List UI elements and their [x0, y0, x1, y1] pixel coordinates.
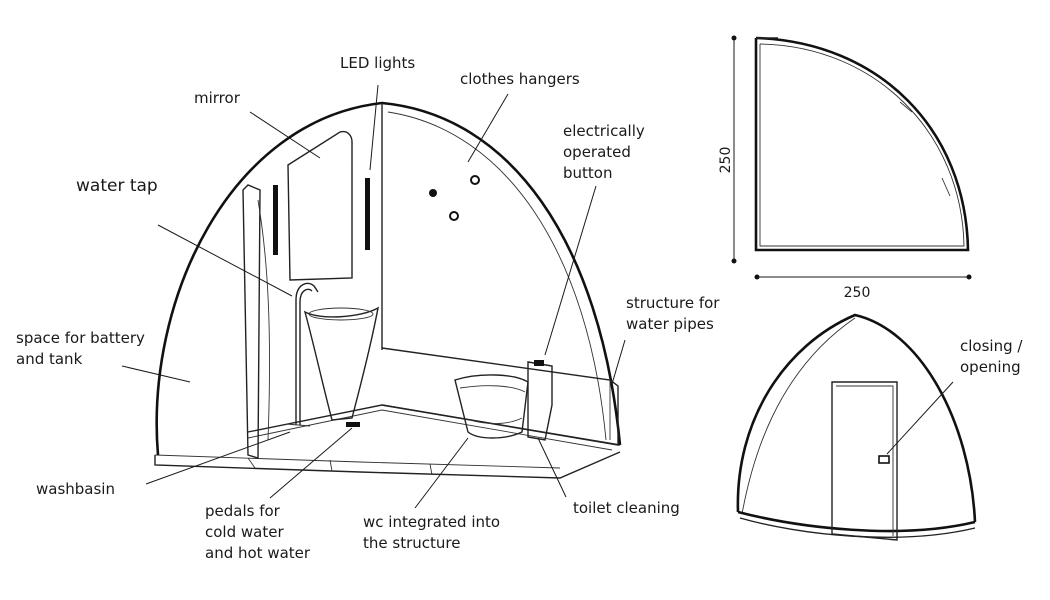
label-battery-1: space for battery [16, 329, 145, 347]
hanger-3 [449, 211, 459, 221]
led-light-right [365, 178, 370, 250]
cutaway-base [154, 451, 621, 479]
label-pipes-2: water pipes [626, 315, 714, 333]
hanger-1 [429, 189, 437, 197]
label-washbasin: washbasin [36, 480, 115, 498]
label-closing-2: opening [960, 358, 1021, 376]
plan-view: 250 250 [718, 35, 972, 301]
label-battery-2: and tank [16, 350, 83, 368]
hanger-2 [470, 175, 480, 185]
label-toilet-cleaning: toilet cleaning [573, 499, 680, 517]
label-button-3: button [563, 164, 612, 182]
label-clothes-hangers: clothes hangers [460, 70, 580, 88]
led-light-left [273, 185, 278, 255]
water-tap [295, 282, 319, 425]
label-pedals-1: pedals for [205, 502, 281, 520]
label-wc-1: wc integrated into [363, 513, 500, 531]
mirror [287, 130, 353, 281]
battery-tank-panel [242, 184, 261, 459]
door [831, 381, 898, 541]
toilet-cleaning-unit [527, 361, 553, 441]
label-wc-2: the structure [363, 534, 460, 552]
front-base [737, 510, 976, 533]
label-closing-1: closing / [960, 337, 1023, 355]
wc-bowl [454, 374, 529, 439]
label-pedals-3: and hot water [205, 544, 311, 562]
cutaway-view [154, 101, 622, 479]
flush-button [534, 360, 544, 366]
leader-lines [121, 84, 626, 509]
front-labels: closing / opening [960, 337, 1023, 376]
label-button-1: electrically [563, 122, 645, 140]
label-mirror: mirror [194, 89, 241, 107]
washbasin-shape [303, 306, 379, 421]
dim-height: 250 [718, 147, 734, 174]
label-led-lights: LED lights [340, 54, 415, 72]
label-pipes-1: structure for [626, 294, 720, 312]
front-dome-shell [736, 313, 977, 523]
label-pedals-2: cold water [205, 523, 284, 541]
label-water-tap: water tap [76, 176, 158, 196]
label-button-2: operated [563, 143, 631, 161]
pedals-shape [346, 422, 360, 427]
cutaway-dome-shell [155, 101, 622, 456]
plan-quarter-circle [754, 36, 970, 252]
door-lock [878, 455, 890, 464]
labels: LED lights mirror clothes hangers electr… [16, 54, 720, 562]
dim-width: 250 [844, 285, 871, 301]
front-view [736, 313, 977, 541]
pipe-structure [381, 347, 619, 446]
